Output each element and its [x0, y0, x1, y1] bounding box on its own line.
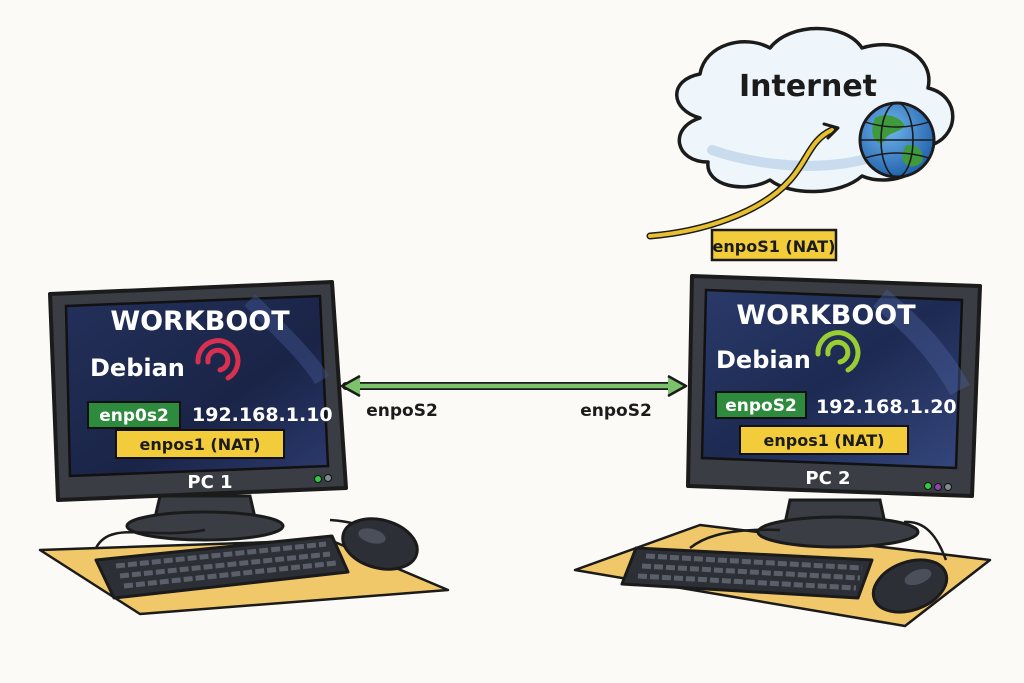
pc1-mouse	[341, 517, 419, 571]
pc1-power-led	[314, 475, 322, 483]
pc1-nat-label: enpos1 (NAT)	[140, 435, 261, 454]
pc2-debian-logo-icon	[815, 330, 861, 373]
pc-to-pc-link	[340, 374, 688, 398]
link-arrow-left-icon	[340, 374, 361, 398]
pc1-iface-tag: enp0s2	[87, 401, 181, 429]
nat-link-tag: enpoS1 (NAT)	[710, 228, 838, 262]
internet-label: Internet	[739, 69, 877, 104]
pc2-os-label: Debian	[716, 346, 811, 374]
pc2-nat-label: enpos1 (NAT)	[764, 431, 885, 450]
pc2-name: PC 2	[805, 468, 850, 489]
pc1-debian-logo-icon	[195, 338, 241, 381]
link-left-label: enpoS2	[366, 401, 438, 421]
pc2-ip-address: 192.168.1.20	[816, 396, 957, 418]
globe-icon	[858, 101, 936, 179]
pc2-screen	[700, 288, 964, 470]
link-right-label: enpoS2	[580, 401, 652, 421]
pc1-name: PC 1	[187, 472, 232, 493]
pc2-mouse	[871, 558, 949, 614]
pc1-iface-label: enp0s2	[99, 406, 169, 426]
pc2-power-led	[924, 482, 932, 490]
pc2-keyboard	[620, 546, 874, 600]
pc1-ip-address: 192.168.1.10	[192, 404, 333, 426]
pc1-title: WORKBOOT	[110, 306, 290, 337]
pc2-nat-tag: enpos1 (NAT)	[739, 425, 909, 455]
pc2-title: WORKBOOT	[736, 300, 916, 331]
nat-link-label: enpoS1 (NAT)	[713, 237, 836, 256]
pc1-os-label: Debian	[90, 354, 185, 382]
pc2-computer: WORKBOOT Debian enpoS2 192.168.1.20 enpo…	[686, 274, 982, 549]
link-arrow-right-icon	[667, 374, 688, 398]
pc1-nat-tag: enpos1 (NAT)	[115, 429, 285, 459]
pc1-keyboard	[94, 534, 350, 600]
pc2-iface-tag: enpoS2	[715, 391, 807, 419]
pc1-computer: WORKBOOT Debian enp0s2 192.168.1.10 enpo…	[48, 280, 348, 542]
pc2-iface-label: enpoS2	[725, 396, 797, 416]
